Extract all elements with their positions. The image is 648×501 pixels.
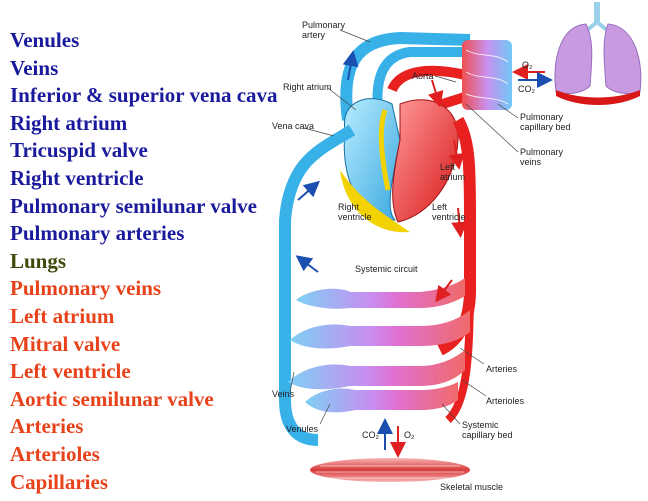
label-left-ventricle: Left ventricle — [432, 202, 466, 222]
label-co2-bottom: CO₂ — [362, 430, 380, 440]
aorta-vessel — [387, 65, 472, 93]
sequence-item: Aortic semilunar valve — [10, 386, 214, 411]
sequence-item: Venules — [10, 28, 80, 52]
label-pulmonary-artery: Pulmonary artery — [302, 20, 348, 40]
label-systemic-capillary-bed: Systemic capillary bed — [462, 420, 513, 440]
systemic-capillary-beds — [288, 278, 470, 413]
label-veins: Veins — [272, 389, 295, 399]
label-aorta: Aorta — [412, 71, 434, 81]
sequence-item: Left atrium — [10, 303, 115, 328]
sequence-item: Arteries — [10, 414, 84, 439]
label-right-atrium: Right atrium — [283, 82, 332, 92]
pulmonary-artery-vessel-2 — [372, 47, 470, 111]
label-systemic-capillary-bed-line2: capillary bed — [462, 430, 513, 440]
label-o2-bottom: O₂ — [404, 430, 415, 440]
heart-illustration — [340, 98, 459, 233]
lungs-illustration — [554, 2, 642, 105]
sequence-item: Pulmonary semilunar valve — [10, 193, 257, 218]
label-pulmonary-artery-line1: Pulmonary — [302, 20, 346, 30]
label-pulmonary-veins-line1: Pulmonary — [520, 147, 564, 157]
label-systemic-circuit: Systemic circuit — [355, 264, 418, 274]
label-arterioles: Arterioles — [486, 396, 525, 406]
sequence-item: Capillaries — [10, 469, 108, 494]
label-pulmonary-veins: Pulmonary veins — [520, 147, 566, 167]
label-pulmonary-veins-line2: veins — [520, 157, 542, 167]
label-right-ventricle: Right ventricle — [338, 202, 372, 222]
sequence-item: Right atrium — [10, 110, 128, 135]
label-left-atrium-line1: Left — [440, 162, 456, 172]
sequence-item: Arterioles — [10, 441, 100, 466]
pulmonary-capillary-bed — [462, 40, 512, 110]
label-skeletal-muscle: Skeletal muscle — [440, 482, 503, 492]
sequence-item: Inferior & superior vena cava — [10, 83, 278, 108]
sequence-item: Pulmonary arteries — [10, 221, 185, 246]
label-pulmonary-capillary-bed-line1: Pulmonary — [520, 112, 564, 122]
label-pulmonary-artery-line2: artery — [302, 30, 326, 40]
sequence-item: Left ventricle — [10, 359, 131, 384]
label-arteries: Arteries — [486, 364, 518, 374]
label-vena-cava: Vena cava — [272, 121, 314, 131]
skeletal-muscle-illustration — [310, 458, 470, 482]
label-left-ventricle-line2: ventricle — [432, 212, 466, 222]
label-o2-top: O₂ — [522, 60, 533, 70]
label-systemic-capillary-bed-line1: Systemic — [462, 420, 499, 430]
sequence-item: Lungs — [10, 248, 67, 273]
label-pulmonary-capillary-bed: Pulmonary capillary bed — [520, 112, 571, 132]
label-right-ventricle-line2: ventricle — [338, 212, 372, 222]
label-venules: Venules — [286, 424, 319, 434]
sequence-item: Mitral valve — [10, 331, 121, 356]
sequence-item: Pulmonary veins — [10, 276, 162, 301]
sequence-item: Right ventricle — [10, 165, 144, 190]
label-right-ventricle-line1: Right — [338, 202, 360, 212]
label-left-atrium: Left atrium — [440, 162, 465, 182]
label-co2-top: CO₂ — [518, 84, 536, 94]
label-left-ventricle-line1: Left — [432, 202, 448, 212]
sequence-item: Tricuspid valve — [10, 138, 148, 163]
pulmonary-artery-vessel — [340, 31, 471, 121]
label-left-atrium-line2: atrium — [440, 172, 465, 182]
vena-cava-vessel — [279, 124, 356, 446]
label-pulmonary-capillary-bed-line2: capillary bed — [520, 122, 571, 132]
sequence-item: Veins — [10, 55, 59, 80]
